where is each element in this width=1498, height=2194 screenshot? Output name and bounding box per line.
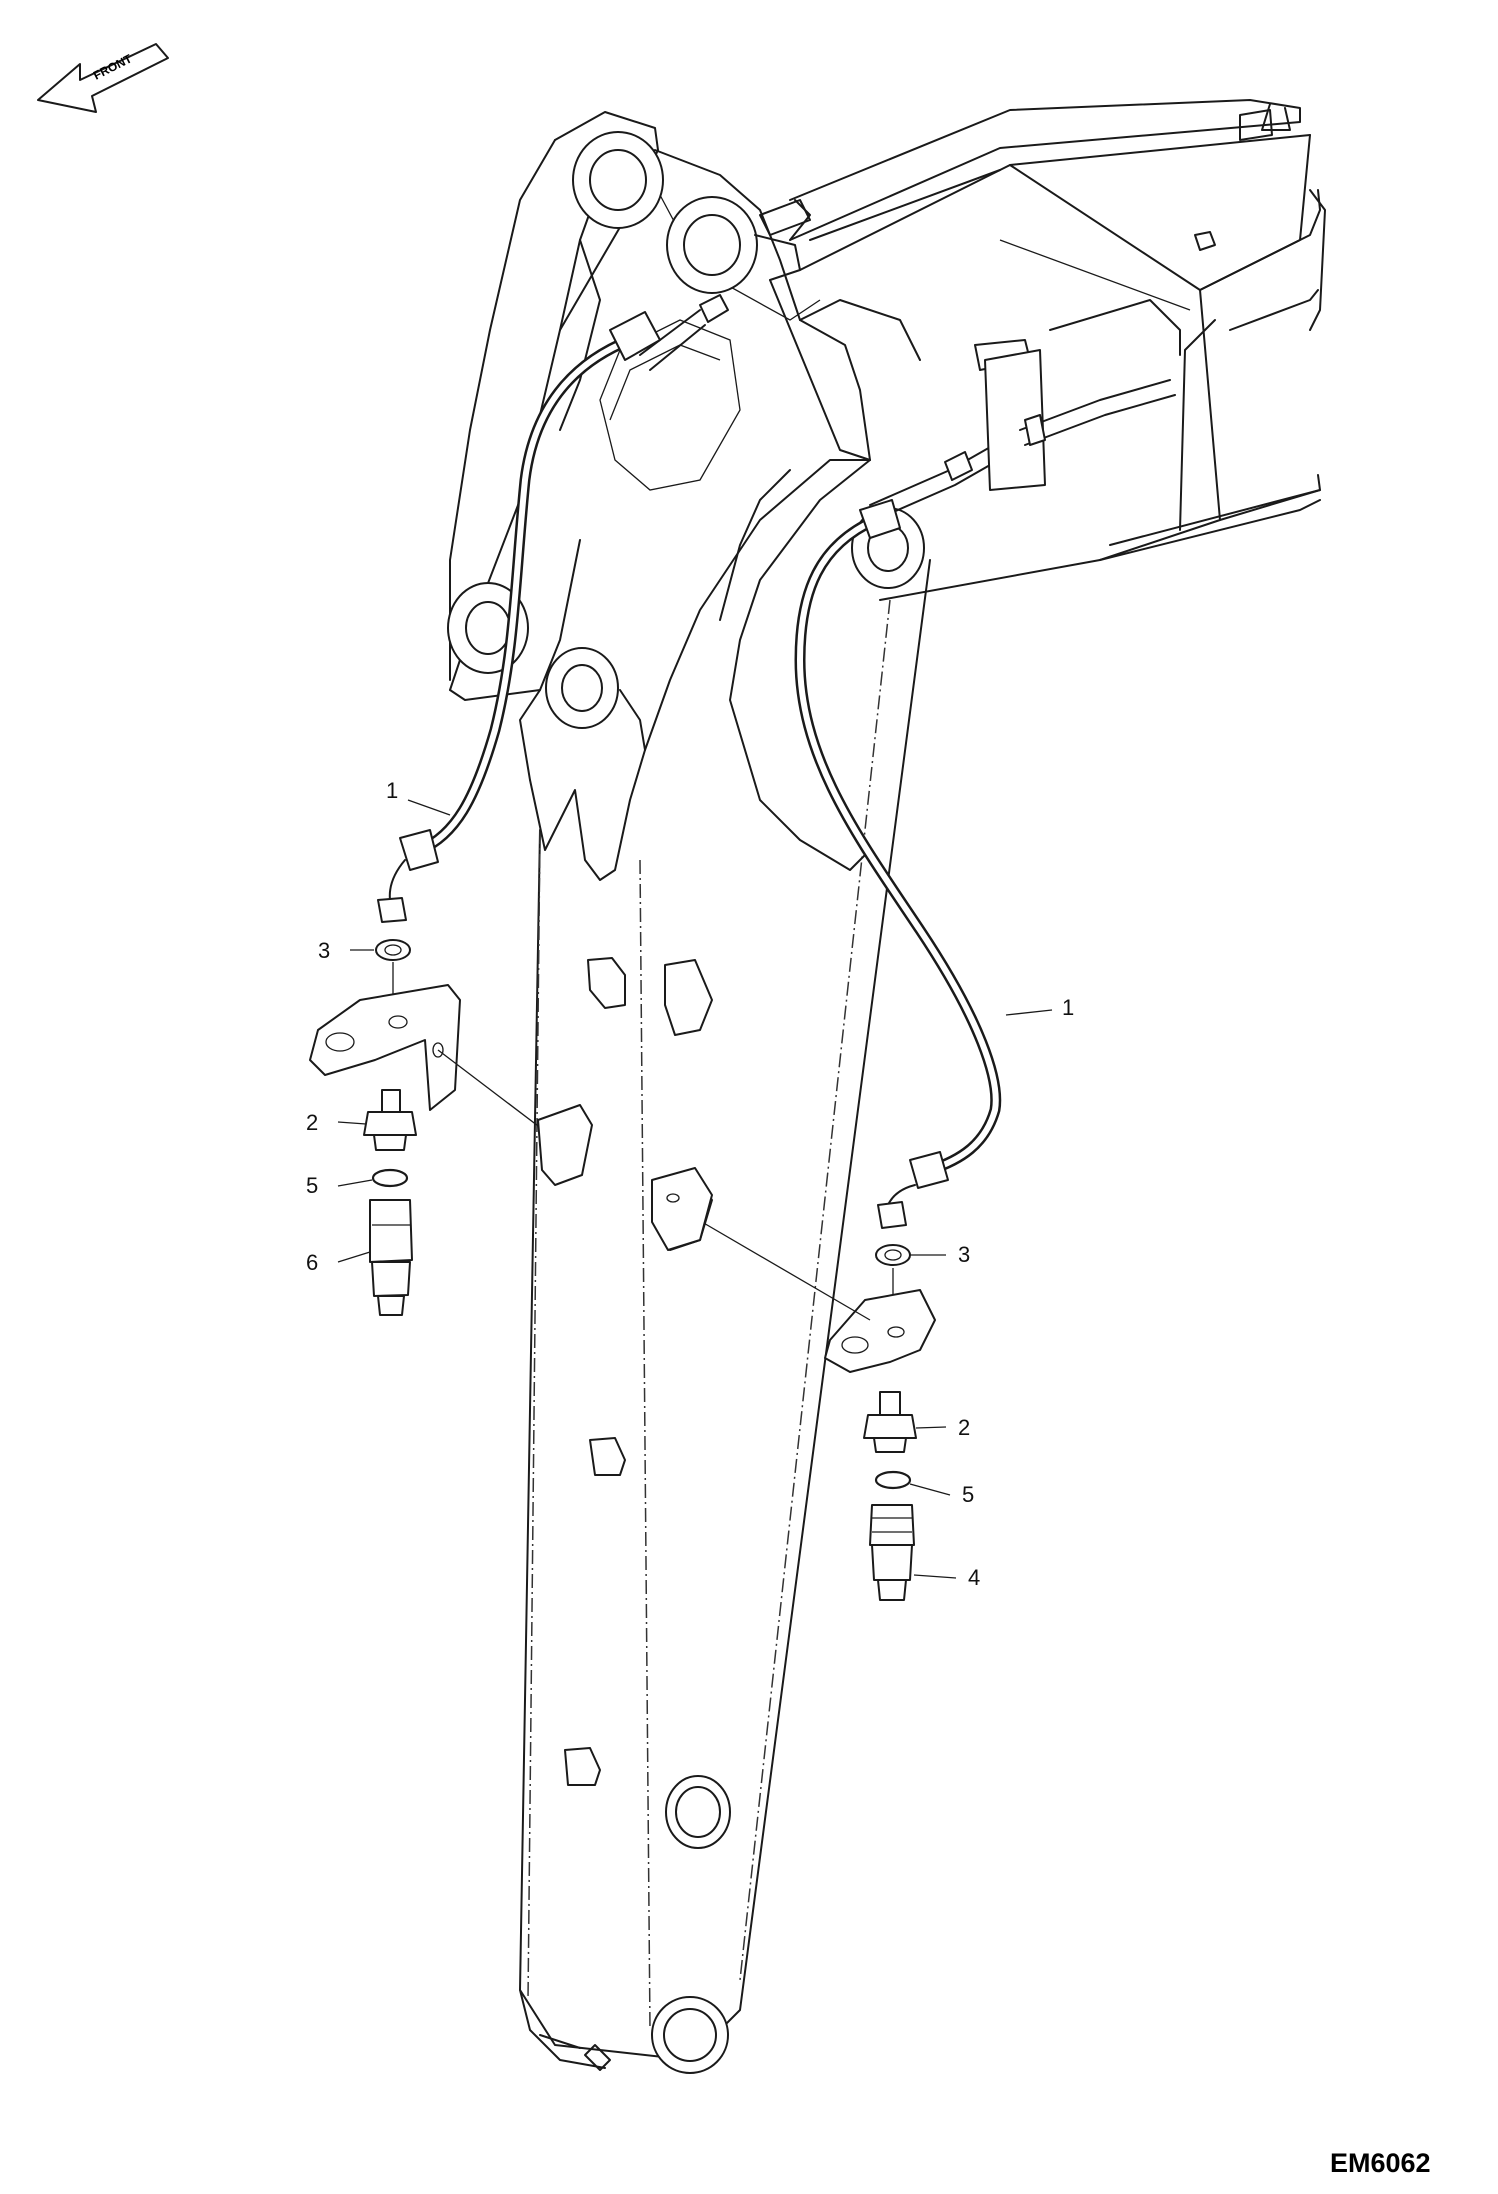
arm <box>519 559 931 2074</box>
right-coupler <box>869 1504 915 1601</box>
left-hose <box>377 311 661 923</box>
callout-left-nut: 3 <box>318 938 330 963</box>
callout-left-hose: 1 <box>386 778 398 803</box>
callout-left-coupler: 6 <box>306 1250 318 1275</box>
callout-right-adapter: 2 <box>958 1415 970 1440</box>
right-weld-plate <box>651 1167 713 1251</box>
callout-right-oring: 5 <box>962 1482 974 1507</box>
figure-code: EM6062 <box>1330 2148 1431 2178</box>
arm-clip <box>589 1437 626 1476</box>
assembly-line <box>689 1214 871 1321</box>
pipe-line <box>639 294 1176 521</box>
front-arrow-icon: FRONT <box>37 43 169 113</box>
arm-clip <box>564 1747 601 1786</box>
callout-right-coupler: 4 <box>968 1565 980 1590</box>
arm-clip <box>664 959 713 1036</box>
callout-left-oring: 5 <box>306 1173 318 1198</box>
right-oring <box>874 1470 912 1490</box>
left-nut <box>375 939 411 961</box>
left-oring <box>371 1168 409 1188</box>
callout-right-hose: 1 <box>1062 995 1074 1020</box>
callout-left-adapter: 2 <box>306 1110 318 1135</box>
callout-right-nut: 3 <box>958 1242 970 1267</box>
assembly-line <box>437 1049 551 1136</box>
left-adapter <box>363 1089 417 1151</box>
left-weld-plate <box>537 1104 593 1186</box>
left-bracket <box>309 984 461 1111</box>
arm-clip <box>587 957 626 1009</box>
right-nut <box>875 1244 911 1266</box>
boom <box>759 99 1326 601</box>
right-bracket <box>824 1289 936 1373</box>
right-adapter <box>863 1391 917 1453</box>
leader-lines <box>337 799 1053 1579</box>
right-hose <box>794 499 1002 1229</box>
left-coupler <box>369 1199 413 1316</box>
